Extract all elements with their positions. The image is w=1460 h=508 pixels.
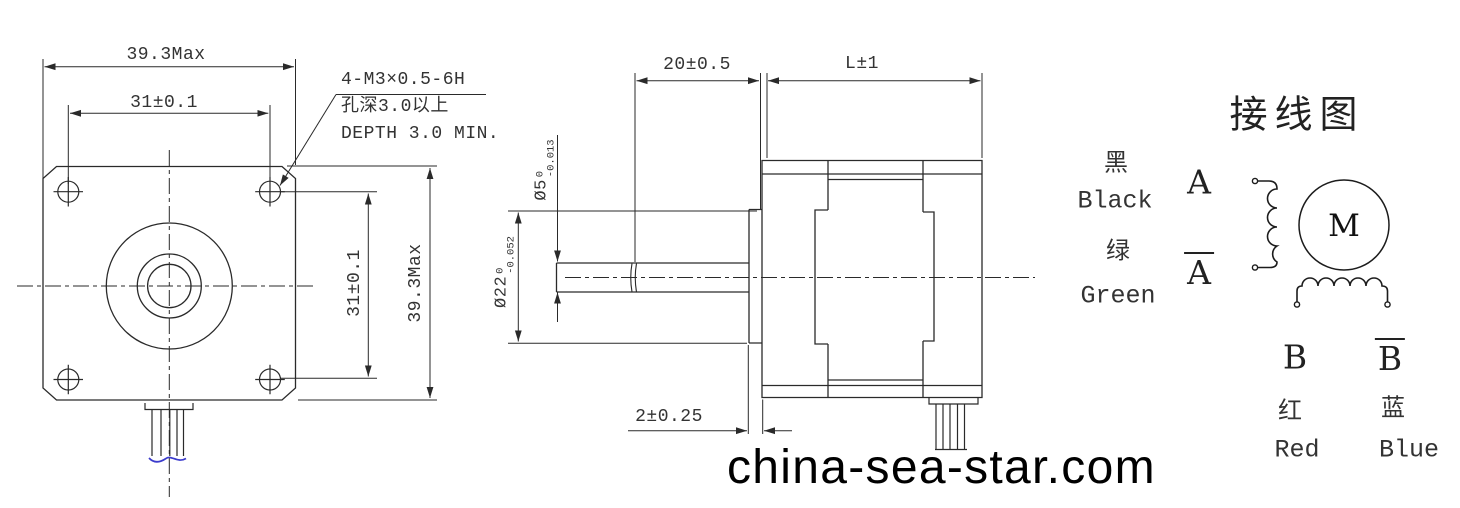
thread-note-line3: DEPTH 3.0 MIN. (341, 124, 500, 144)
lead-a-bar-color-cn: 绿 (1106, 237, 1130, 265)
phase-b-label: B (1282, 337, 1308, 377)
phase-b-bar-letter: B (1374, 338, 1406, 375)
front-view (17, 59, 486, 497)
wiring-diagram-schematic (1251, 177, 1391, 308)
pilot-boss-outline (748, 208, 762, 344)
body-section-edges (827, 160, 924, 398)
dim-front-height: 39.3Max (406, 243, 426, 323)
phase-b-bar-label: B (1374, 338, 1406, 378)
lead-b-color-en: Red (1274, 435, 1320, 465)
dim-front-hole-spacing-vertical: 31±0.1 (345, 249, 365, 317)
dim-body-length: L±1 (845, 54, 879, 74)
wire-tip-blue-mark (148, 456, 187, 463)
lead-a-color-en: Black (1077, 186, 1153, 216)
boss-dia-lower-tol: -0.052 (505, 236, 518, 274)
watermark-text: china-sea-star.com (727, 441, 1156, 494)
wiring-diagram-title: 接线图 (1229, 94, 1365, 137)
motor-circle (1298, 179, 1390, 271)
dim-front-width: 39.3Max (126, 45, 206, 65)
end-cap-relief (814, 209, 935, 345)
dim-front-hole-spacing: 31±0.1 (130, 93, 198, 113)
body-outline (761, 159, 983, 399)
front-dimensions (42, 59, 486, 401)
lead-a-bar-color-en: Green (1080, 281, 1156, 311)
dim-shaft-length: 20±0.5 (663, 55, 731, 75)
mounting-holes (53, 177, 285, 395)
flange-outline (42, 165, 297, 401)
thread-note-line2: 孔深3.0以上 (341, 97, 449, 117)
dim-boss-depth: 2±0.25 (635, 407, 703, 427)
thread-note-line1: 4-M3×0.5-6H (341, 70, 466, 90)
lead-b-bar-color-en: Blue (1378, 435, 1440, 465)
lead-a-color-cn: 黑 (1104, 149, 1128, 177)
lead-b-bar-color-cn: 蓝 (1381, 394, 1405, 422)
lead-b-color-cn: 红 (1278, 397, 1302, 425)
shaft-dia-nominal: Ø5 (532, 179, 552, 201)
body-band-lines (762, 173, 982, 387)
shaft-outline (555, 262, 749, 293)
boss-dia-nominal: Ø22 (492, 275, 512, 308)
terminal-dots (1251, 177, 1391, 308)
phase-b-coil (1296, 277, 1389, 302)
phase-a-coil (1257, 180, 1280, 269)
phase-a-bar-letter: A (1184, 252, 1214, 289)
shaft-dia-lower-tol: -0.013 (545, 139, 558, 178)
side-lead-wires (928, 398, 979, 451)
front-lead-wires (144, 403, 194, 456)
side-dimensions (508, 73, 983, 435)
side-view (508, 73, 1035, 451)
motor-label: M (1328, 208, 1360, 244)
phase-a-label: A (1187, 162, 1211, 202)
phase-a-bar-label: A (1184, 252, 1214, 292)
thread-note: 4-M3×0.5-6H 孔深3.0以上 DEPTH 3.0 MIN. (341, 67, 499, 148)
